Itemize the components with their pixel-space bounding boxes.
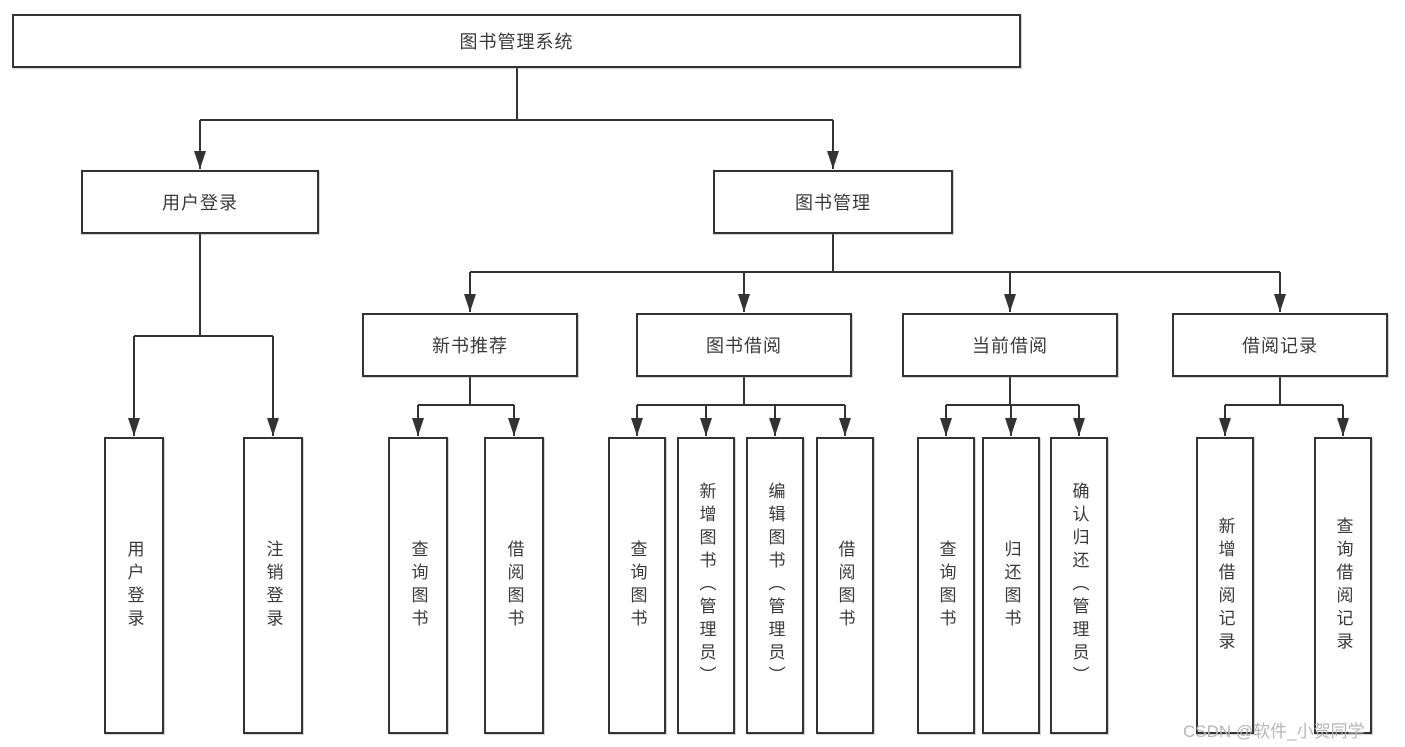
connector-book-management-children [464,234,1286,312]
leaf-logout: 注销登录 [243,437,303,734]
node-root: 图书管理系统 [12,14,1021,68]
leaf-nb-query-book-label: 查询图书 [408,539,428,632]
node-current-borrow: 当前借阅 [902,313,1118,377]
node-new-book-recommend: 新书推荐 [362,313,578,377]
leaf-bb-add-book-admin: 新增图书（管理员） [677,437,735,734]
leaf-cb-confirm-return-admin: 确认归还（管理员） [1050,437,1108,734]
leaf-nb-borrow-book: 借阅图书 [484,437,544,734]
leaf-br-add-record: 新增借阅记录 [1196,437,1254,734]
leaf-user-login: 用户登录 [104,437,164,734]
leaf-bb-borrow-book-label: 借阅图书 [835,539,855,632]
leaf-cb-query-book: 查询图书 [917,437,975,734]
leaf-nb-borrow-book-label: 借阅图书 [504,539,524,632]
node-user-login-label: 用户登录 [162,193,238,213]
leaf-br-query-record-label: 查询借阅记录 [1333,516,1353,655]
leaf-bb-edit-book-admin-label: 编辑图书（管理员） [765,482,785,689]
leaf-logout-label: 注销登录 [263,539,283,632]
connector-borrow-records-children [1219,377,1349,436]
leaf-br-query-record: 查询借阅记录 [1314,437,1372,734]
connector-current-borrow-children [940,377,1085,436]
node-book-management: 图书管理 [713,170,953,234]
leaf-bb-borrow-book: 借阅图书 [816,437,874,734]
connector-new-book-recommend-children [412,377,520,436]
connector-user-login-children [128,234,279,436]
leaf-bb-query-book-label: 查询图书 [627,539,647,632]
node-book-borrow-label: 图书借阅 [706,336,782,356]
node-book-borrow: 图书借阅 [636,313,852,377]
leaf-bb-add-book-admin-label: 新增图书（管理员） [696,482,716,689]
node-borrow-records-label: 借阅记录 [1242,336,1318,356]
leaf-bb-edit-book-admin: 编辑图书（管理员） [746,437,804,734]
leaf-nb-query-book: 查询图书 [388,437,448,734]
node-root-label: 图书管理系统 [459,32,574,52]
node-borrow-records: 借阅记录 [1172,313,1388,377]
node-user-login: 用户登录 [81,170,319,234]
connector-root-to-level2 [194,68,839,169]
leaf-br-add-record-label: 新增借阅记录 [1215,516,1235,655]
connector-book-borrow-children [631,377,851,436]
node-current-borrow-label: 当前借阅 [972,336,1048,356]
leaf-cb-confirm-return-admin-label: 确认归还（管理员） [1069,482,1089,689]
node-new-book-recommend-label: 新书推荐 [432,336,508,356]
watermark: CSDN @软件_小贺同学 [1183,722,1365,741]
node-book-management-label: 图书管理 [795,193,871,213]
leaf-bb-query-book: 查询图书 [608,437,666,734]
leaf-cb-query-book-label: 查询图书 [936,539,956,632]
leaf-user-login-label: 用户登录 [124,539,144,632]
leaf-cb-return-book-label: 归还图书 [1001,539,1021,632]
leaf-cb-return-book: 归还图书 [982,437,1040,734]
